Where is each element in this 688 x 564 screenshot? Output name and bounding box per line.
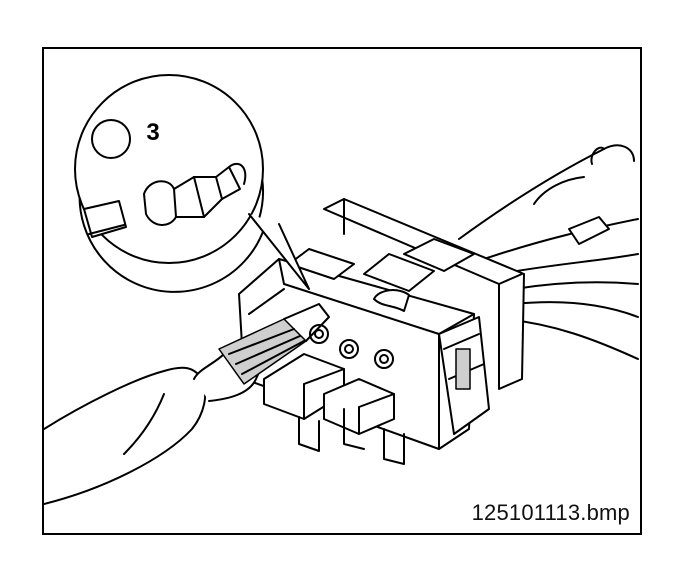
wire-harness xyxy=(458,144,639,360)
connector-flange xyxy=(323,198,525,390)
connector-housing xyxy=(238,238,490,465)
connector-diagram xyxy=(44,74,639,505)
screwdriver-icon xyxy=(44,303,330,505)
callout-number: 3 xyxy=(146,119,160,146)
callout-number-circle xyxy=(91,119,131,159)
illustration-frame: 3 125101113.bmp xyxy=(42,47,642,535)
magnifier-callout xyxy=(74,74,310,293)
image-filename: 125101113.bmp xyxy=(471,500,630,525)
